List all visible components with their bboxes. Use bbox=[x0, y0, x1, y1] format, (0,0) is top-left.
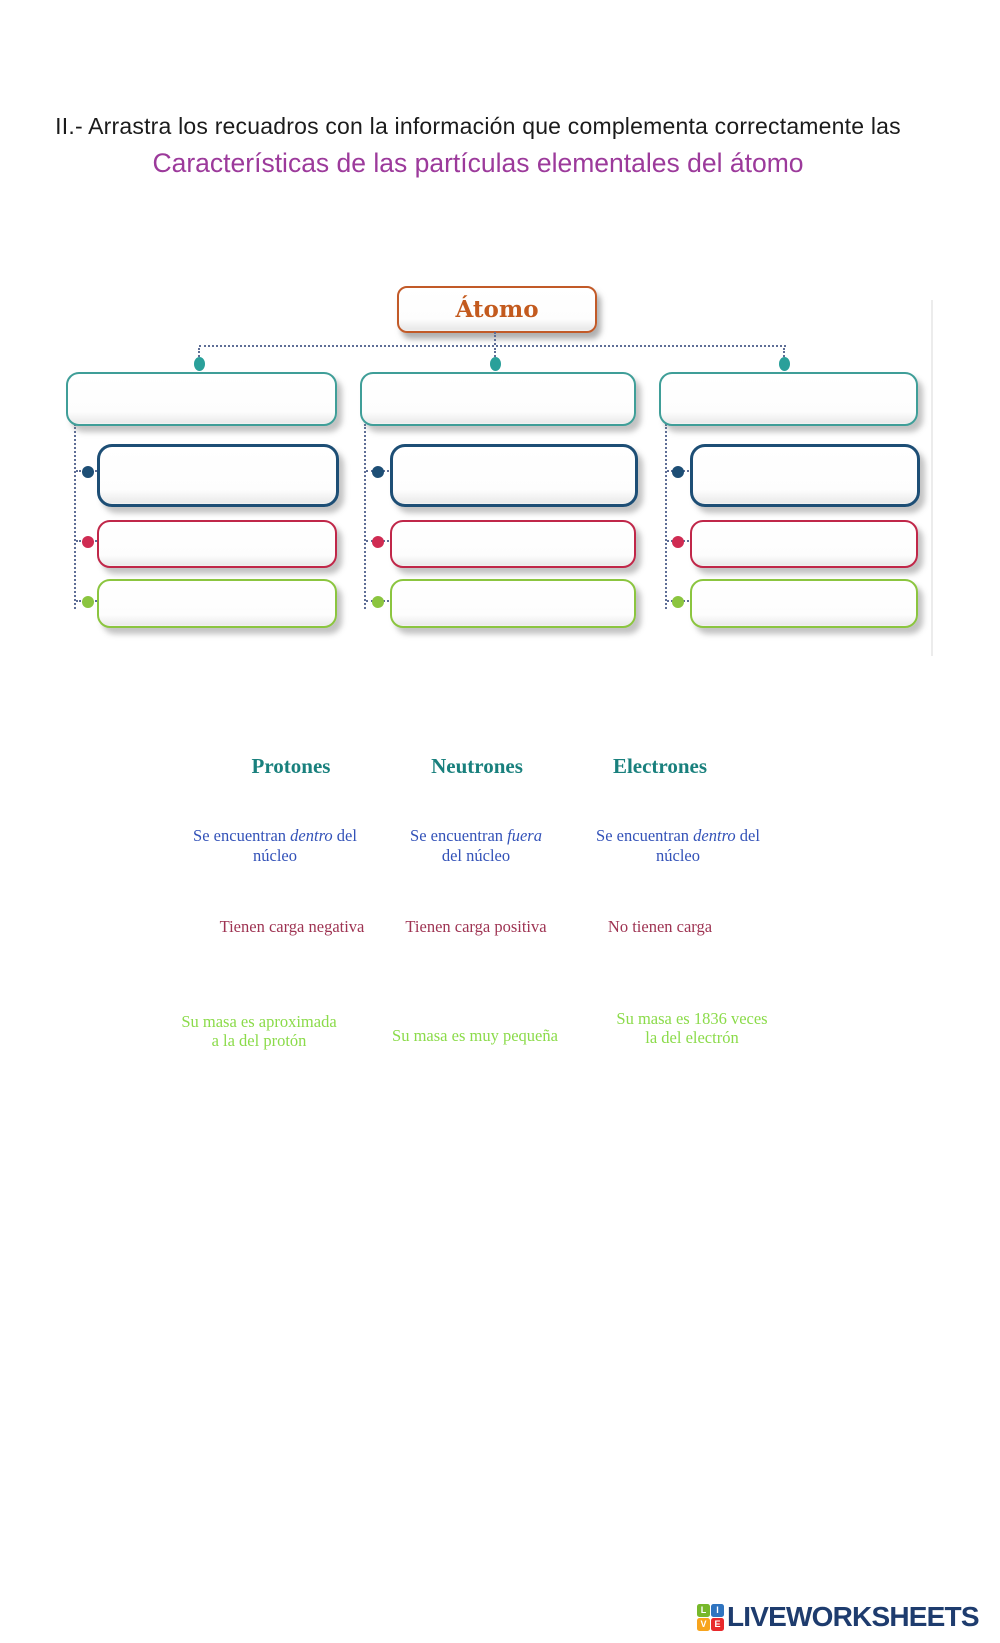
drag-item-mass-1[interactable]: Su masa es aproximada a la del protón bbox=[139, 1012, 379, 1050]
location-2-line2: del núcleo bbox=[441, 846, 511, 865]
mass-1-line1: Su masa es aproximada bbox=[181, 1012, 337, 1031]
logo-square-l: L bbox=[697, 1603, 710, 1617]
drop-box-location-1[interactable] bbox=[97, 444, 339, 507]
drop-box-location-2[interactable] bbox=[390, 444, 638, 507]
column-line-2 bbox=[364, 424, 366, 609]
green-node-dot-1 bbox=[82, 596, 94, 608]
teal-node-dot-1 bbox=[194, 357, 205, 371]
red-node-dot-1 bbox=[82, 536, 94, 548]
drop-box-charge-2[interactable] bbox=[390, 520, 636, 568]
drag-item-charge-2[interactable]: Tienen carga positiva bbox=[405, 917, 547, 936]
teal-node-dot-2 bbox=[490, 357, 501, 371]
connector-stub-3 bbox=[783, 348, 785, 357]
drop-box-mass-3[interactable] bbox=[690, 579, 918, 628]
location-1-tail: del bbox=[332, 826, 357, 845]
drag-item-electrones[interactable]: Electrones bbox=[612, 754, 708, 778]
green-node-dot-3 bbox=[672, 596, 684, 608]
teal-node-dot-3 bbox=[779, 357, 790, 371]
drop-box-charge-3[interactable] bbox=[690, 520, 918, 568]
location-3-italic: dentro bbox=[693, 826, 736, 845]
blue-node-dot-1 bbox=[82, 466, 94, 478]
liveworksheets-footer[interactable]: L I V E LIVEWORKSHEETS bbox=[697, 1601, 980, 1633]
location-1-text: Se encuentran bbox=[193, 826, 291, 845]
location-2-text: Se encuentran bbox=[410, 826, 508, 845]
location-2-italic: fuera bbox=[507, 826, 542, 845]
blue-node-dot-3 bbox=[672, 466, 684, 478]
blue-node-dot-2 bbox=[372, 466, 384, 478]
location-3-line2: núcleo bbox=[656, 846, 700, 865]
logo-square-v: V bbox=[697, 1617, 710, 1631]
drag-item-neutrones[interactable]: Neutrones bbox=[431, 754, 523, 778]
logo-square-i: I bbox=[711, 1603, 724, 1617]
green-node-dot-2 bbox=[372, 596, 384, 608]
drag-item-mass-2[interactable]: Su masa es muy pequeña bbox=[355, 1026, 595, 1045]
column-line-3 bbox=[665, 424, 667, 609]
connector-root-stub bbox=[494, 332, 496, 345]
location-3-tail: del bbox=[735, 826, 760, 845]
liveworksheets-brand-text: LIVEWORKSHEETS bbox=[727, 1601, 980, 1632]
connector-horizontal-line bbox=[199, 345, 786, 347]
drop-box-location-3[interactable] bbox=[690, 444, 920, 507]
red-node-dot-2 bbox=[372, 536, 384, 548]
mass-3-line2: la del electrón bbox=[645, 1028, 739, 1047]
drag-item-mass-3[interactable]: Su masa es 1836 veces la del electrón bbox=[572, 1009, 812, 1047]
drag-item-charge-1[interactable]: Tienen carga negativa bbox=[219, 917, 365, 936]
liveworksheets-logo-icon: L I V E bbox=[697, 1603, 724, 1631]
drop-box-mass-1[interactable] bbox=[97, 579, 337, 628]
diagram-image-edge bbox=[931, 300, 933, 656]
location-1-line2: núcleo bbox=[253, 846, 297, 865]
drag-item-charge-3[interactable]: No tienen carga bbox=[607, 917, 713, 936]
instruction-text: II.- Arrastra los recuadros con la infor… bbox=[55, 113, 901, 139]
drag-item-protones[interactable]: Protones bbox=[251, 754, 331, 778]
drop-box-name-neutrones[interactable] bbox=[360, 372, 636, 426]
logo-square-e: E bbox=[711, 1617, 724, 1631]
atom-root-label: Átomo bbox=[455, 296, 539, 323]
drag-item-location-3[interactable]: Se encuentran dentro del núcleo bbox=[558, 826, 798, 866]
mass-2-line1: Su masa es muy pequeña bbox=[392, 1026, 558, 1045]
location-3-text: Se encuentran bbox=[596, 826, 694, 845]
drag-item-location-2[interactable]: Se encuentran fuera del núcleo bbox=[356, 826, 596, 866]
drop-box-name-protones[interactable] bbox=[66, 372, 337, 426]
mass-3-line1: Su masa es 1836 veces bbox=[616, 1009, 768, 1028]
connector-stub-1 bbox=[198, 348, 200, 357]
atom-root-box: Átomo bbox=[397, 286, 597, 333]
drag-item-location-1[interactable]: Se encuentran dentro del núcleo bbox=[155, 826, 395, 866]
connector-stub-2 bbox=[494, 348, 496, 357]
drop-box-name-electrones[interactable] bbox=[659, 372, 918, 426]
drop-box-mass-2[interactable] bbox=[390, 579, 636, 628]
location-1-italic: dentro bbox=[290, 826, 333, 845]
drop-box-charge-1[interactable] bbox=[97, 520, 337, 568]
red-node-dot-3 bbox=[672, 536, 684, 548]
page-title: Características de las partículas elemen… bbox=[152, 148, 804, 178]
mass-1-line2: a la del protón bbox=[211, 1031, 307, 1050]
column-line-1 bbox=[74, 424, 76, 609]
